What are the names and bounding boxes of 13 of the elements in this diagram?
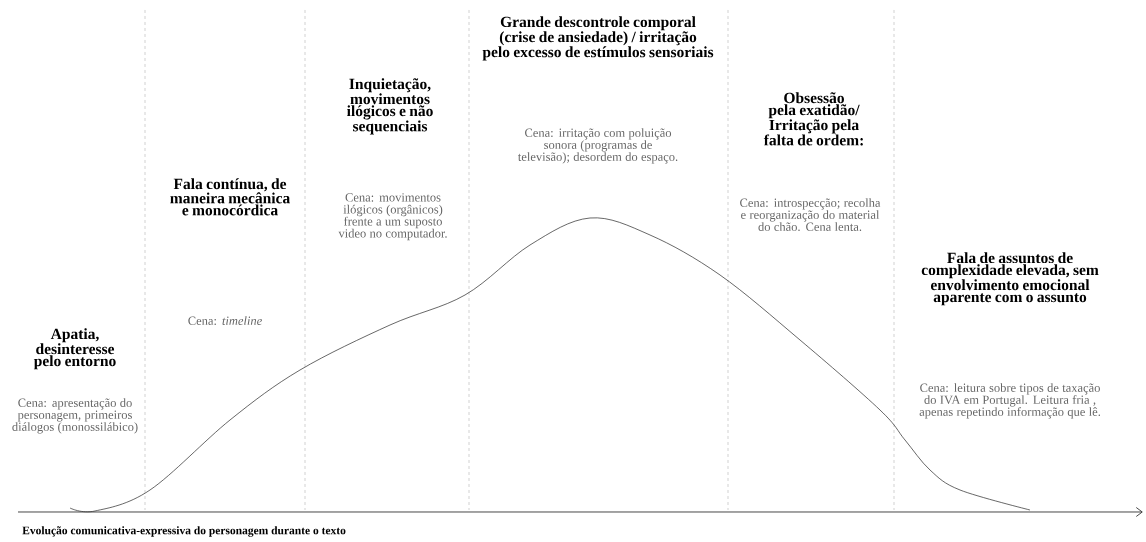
scene-description: Cena: timeline <box>188 316 262 326</box>
scene-description: Cena: apresentação do personagem, primeiros diálogos (monossilábico) <box>12 398 138 434</box>
stage-heading: Inquietação, movimentos ilógicos e não sequenciais <box>347 78 433 135</box>
stage-heading: Grande descontrole comporal (crise de ansiedade) / irritação pelo excesso de estímulos sensoriais <box>482 16 714 61</box>
stage-heading: Fala de assuntos de complexidade elevada, sem envolvimento emocional aparente com o assunto <box>921 252 1099 306</box>
scene-description: Cena: leitura sobre tipos de taxação do IVA em Portugal. Leitura fria , apenas repetindo informação que lê. <box>919 383 1101 419</box>
axis-label: Evolução comunicativa-expressiva do personagem durante o texto <box>22 526 346 537</box>
stage-heading: Apatia, desinteresse pelo entorno <box>33 328 116 370</box>
scene-description: Cena: movimentos ilógicos (orgânicos) frente a um suposto video no computador. <box>338 193 447 241</box>
stage-heading: Obsessão pela exatidão/ Irritação pela falta de ordem: <box>763 92 863 146</box>
scene-description: Cena: introspecção; recolha e reorganização do material do chão. Cena lenta. <box>740 198 881 232</box>
scene-description: Cena: irritação com poluição sonora (programas de televisão); desordem do espaço. <box>518 128 678 164</box>
stage-heading: Fala contínua, de maneira mecânica e monocórdica <box>170 178 290 216</box>
